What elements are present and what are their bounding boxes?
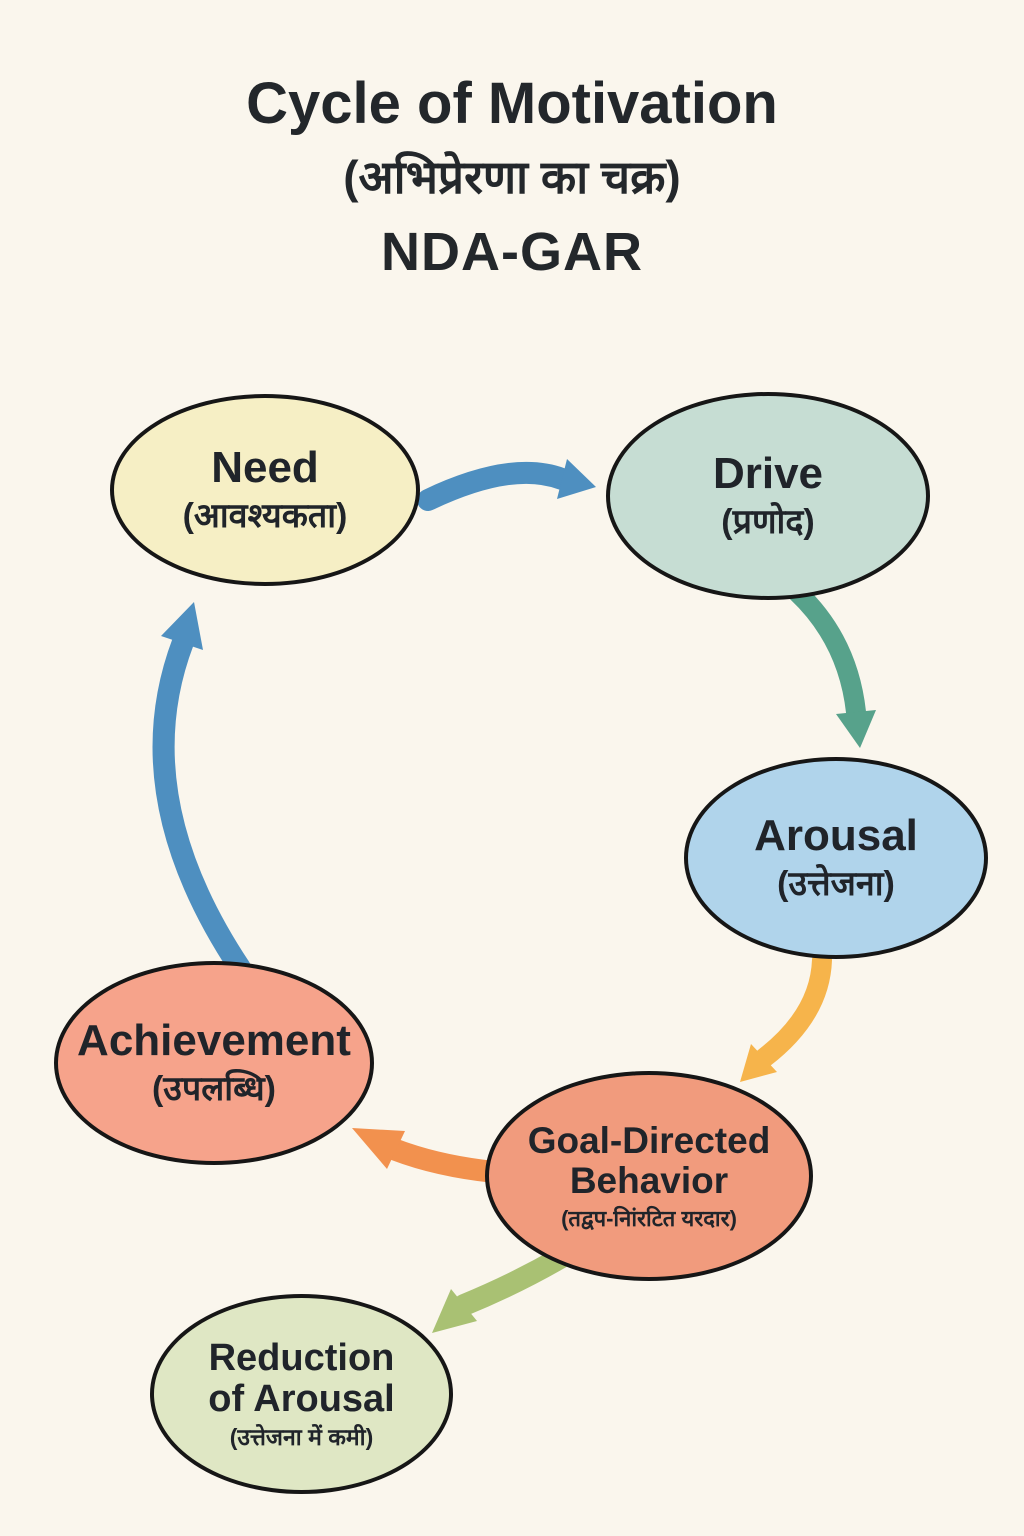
node-arousal: Arousal (उत्तेजना) <box>684 757 988 959</box>
node-drive-hindi: (प्रणोद) <box>721 503 815 542</box>
node-achievement: Achievement (उपलब्धि) <box>54 961 374 1165</box>
arrow-need-to-drive-shaft <box>417 461 573 511</box>
node-need-label: Need <box>211 442 319 492</box>
arrow-goal-to-reduction <box>432 1247 571 1333</box>
page-title-hindi: (अभिप्रेरणा का चक्र) <box>343 150 681 203</box>
poster-header: Cycle of Motivation (अभिप्रेरणा का चक्र)… <box>0 72 1024 283</box>
arrow-goal-to-achievement-head-icon <box>352 1128 405 1169</box>
arrow-need-to-drive <box>417 459 596 511</box>
node-need-hindi: (आवश्यकता) <box>182 497 348 536</box>
node-reduction-label: Reduction <box>208 1336 395 1379</box>
node-reduction-label2: of Arousal <box>208 1377 395 1420</box>
arrow-arousal-to-goal-head-icon <box>740 1044 777 1082</box>
arrow-goal-to-achievement <box>352 1128 505 1183</box>
node-goal-directed-behavior: Goal-Directed Behavior (तद्वप-निांरटित य… <box>485 1071 813 1281</box>
arrow-drive-to-arousal-shaft <box>787 582 866 722</box>
page-title-acronym: NDA-GAR <box>381 221 643 282</box>
page-title: Cycle of Motivation <box>246 71 778 136</box>
node-goal-hindi: (तद्वप-निांरटित यरदार) <box>561 1205 737 1231</box>
arrow-drive-to-arousal-head-icon <box>836 710 876 748</box>
node-achievement-label: Achievement <box>77 1015 351 1065</box>
node-goal-label2: Behavior <box>569 1159 729 1201</box>
node-arousal-label: Arousal <box>754 810 918 860</box>
arrow-goal-to-achievement-shaft <box>385 1139 505 1183</box>
arrow-goal-to-reduction-head-icon <box>432 1289 477 1333</box>
node-reduction-of-arousal: Reduction of Arousal (उत्तेजना में कमी) <box>150 1294 453 1494</box>
node-achievement-hindi: (उपलब्धि) <box>151 1070 277 1109</box>
node-reduction-hindi: (उत्तेजना में कमी) <box>229 1423 374 1450</box>
arrow-achievement-to-need-head-icon <box>161 602 203 650</box>
arrow-arousal-to-goal-shaft <box>754 950 832 1068</box>
arrow-arousal-to-goal <box>740 950 832 1082</box>
node-goal-label: Goal-Directed <box>527 1119 771 1161</box>
arrow-need-to-drive-head-icon <box>557 459 596 499</box>
arrow-achievement-to-need <box>152 602 251 979</box>
arrow-achievement-to-need-shaft <box>152 631 251 979</box>
node-arousal-hindi: (उत्तेजना) <box>777 865 895 904</box>
node-drive: Drive (प्रणोद) <box>606 392 930 600</box>
arrow-drive-to-arousal <box>787 582 876 748</box>
node-drive-label: Drive <box>712 448 824 498</box>
node-need: Need (आवश्यकता) <box>110 394 420 586</box>
arrow-goal-to-reduction-shaft <box>453 1247 571 1316</box>
